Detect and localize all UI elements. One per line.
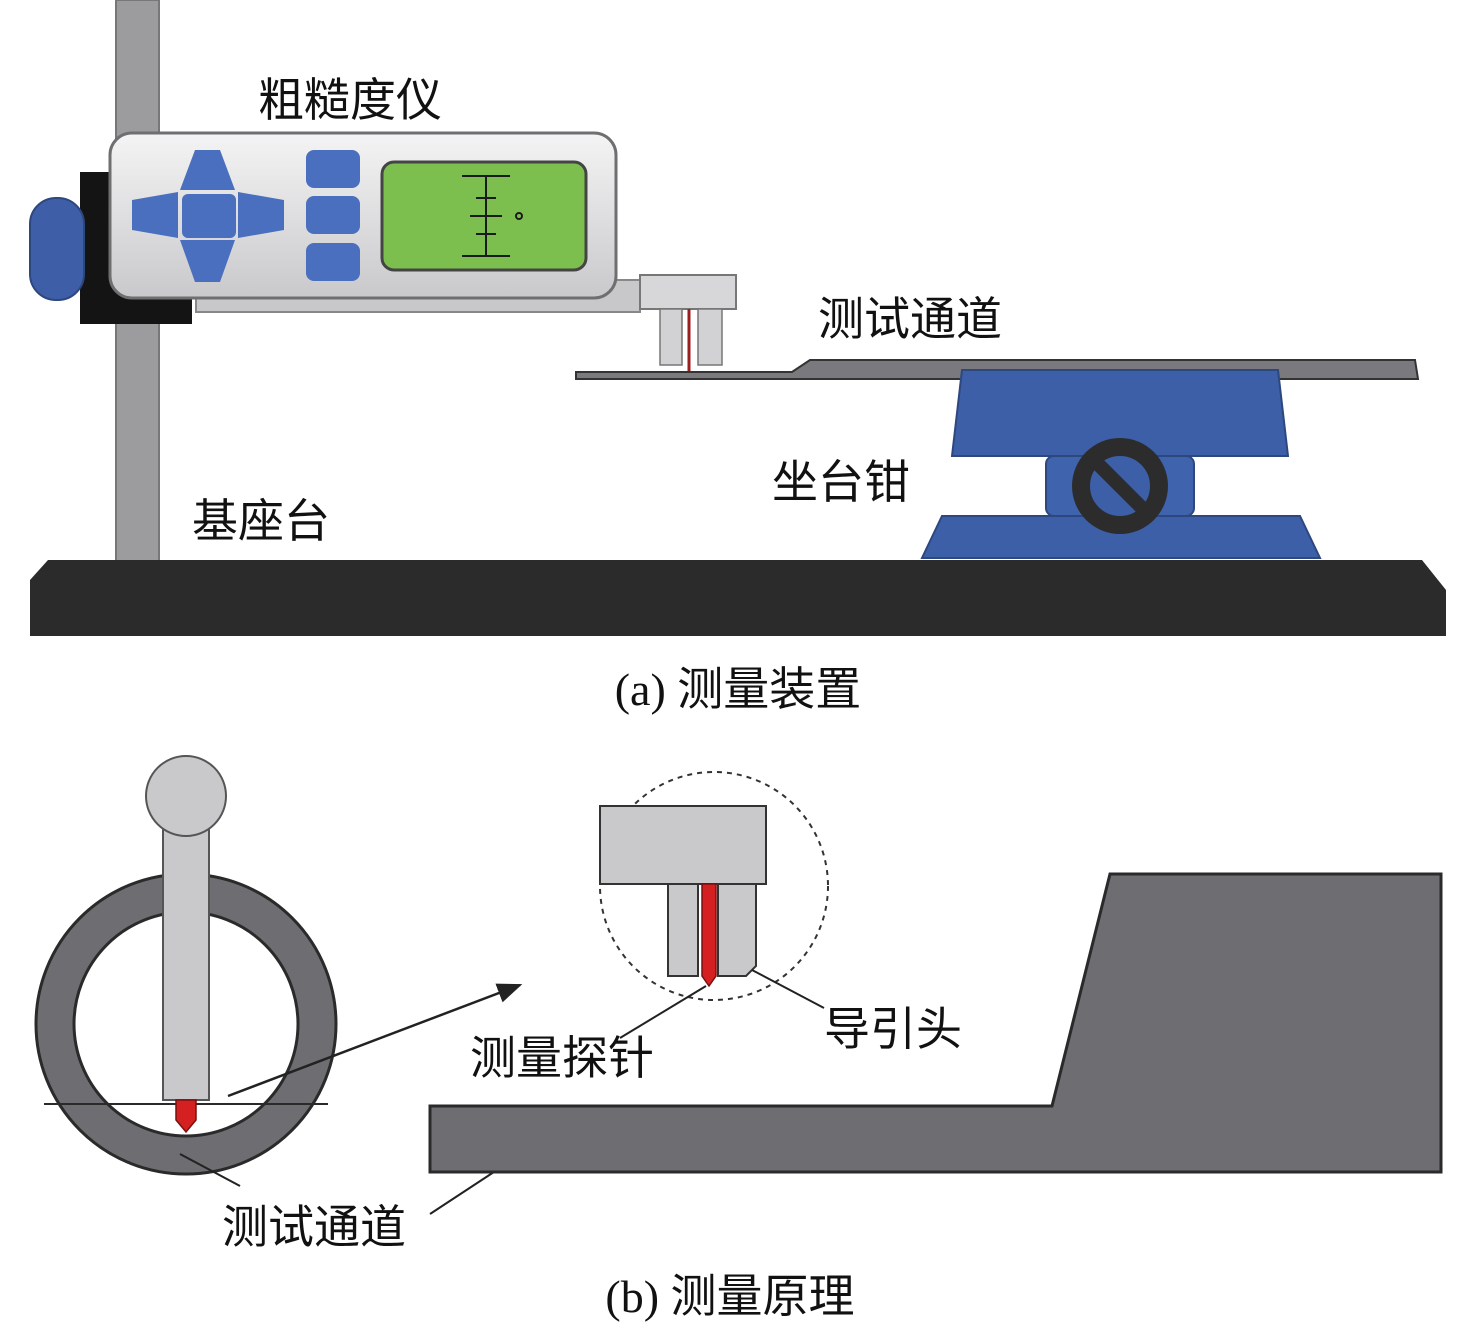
vise-bottom-base <box>920 515 1322 559</box>
label-base: 基座台 <box>192 494 330 548</box>
label-test-channel-a: 测试通道 <box>818 292 1002 346</box>
vise-screw-slot <box>1089 455 1151 517</box>
clamp-knob <box>29 197 85 301</box>
function-button-2 <box>306 196 360 234</box>
guide-leg-right <box>697 308 723 366</box>
direction-pad <box>132 150 284 282</box>
channel-profile <box>428 872 1443 1174</box>
leader-stylus <box>619 985 707 1039</box>
guide-leg-left <box>659 308 683 366</box>
panel-a-measurement-setup: 粗糙度仪 测试通道 坐台钳 基座台 (a) 测量装置 <box>29 0 1446 715</box>
probe-rod <box>162 817 210 1101</box>
probe-ball <box>145 755 227 837</box>
bench-vise <box>920 369 1322 559</box>
probe-tip-red <box>175 1099 197 1134</box>
dpad-up-button <box>180 150 235 190</box>
label-stylus: 测量探针 <box>470 1031 654 1085</box>
zoom-arrow <box>227 983 523 1098</box>
zoom-sensor-head <box>599 805 767 885</box>
caption-b: (b) 测量原理 <box>605 1271 854 1322</box>
vise-top-jaw <box>950 369 1290 457</box>
label-vise: 坐台钳 <box>772 455 910 509</box>
leader-guide-head <box>751 969 825 1009</box>
dpad-down-button <box>180 240 235 282</box>
dpad-left-button <box>132 192 178 238</box>
screen-scale-icon <box>462 175 523 257</box>
dpad-right-button <box>238 192 284 238</box>
panel-b-measurement-principle: 测量探针 导引头 测试通道 (b) 测量原理 <box>34 755 1443 1322</box>
sensor-head <box>639 274 737 310</box>
label-test-channel-b: 测试通道 <box>222 1200 406 1254</box>
leader-channel-ring <box>179 1153 241 1187</box>
base-platform <box>30 560 1446 636</box>
function-button-1 <box>306 150 360 188</box>
zoom-stylus-red <box>701 883 717 988</box>
leader-channel-profile <box>429 1167 501 1215</box>
caption-a: (a) 测量装置 <box>615 664 862 715</box>
label-instrument: 粗糙度仪 <box>258 73 442 127</box>
label-guide-head: 导引头 <box>824 1002 962 1056</box>
zoom-guide-right <box>717 883 757 977</box>
zoom-guide-left <box>667 883 699 977</box>
dpad-center-button <box>182 194 236 238</box>
function-button-3 <box>306 243 360 281</box>
